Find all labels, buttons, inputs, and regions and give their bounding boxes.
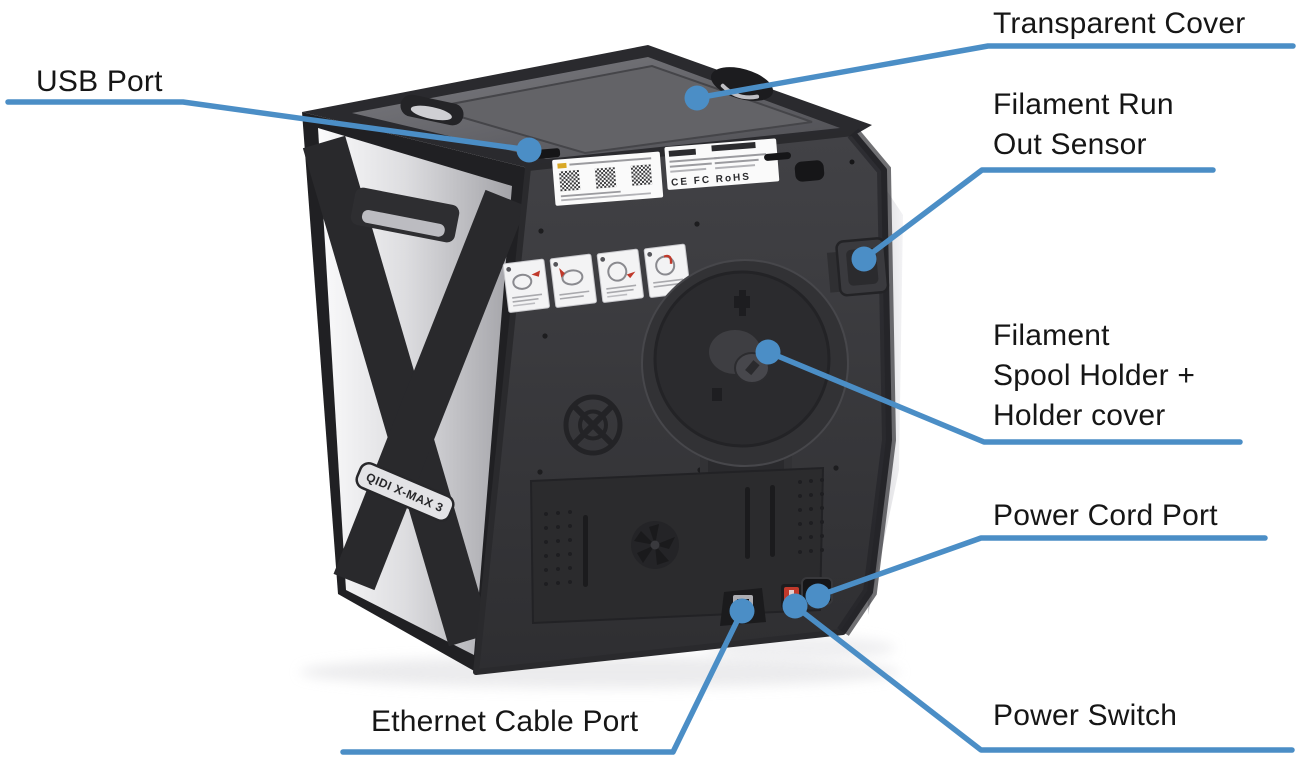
- label-power-switch: Power Switch: [993, 699, 1178, 732]
- anchor-dot-usb-port: [516, 137, 542, 163]
- spool-holder-recess: [641, 259, 849, 530]
- vent-dot-grid-right: [798, 478, 824, 554]
- anchor-dot-spool-holder: [755, 339, 781, 365]
- label-ethernet-port: Ethernet Cable Port: [371, 705, 639, 738]
- label-spool-holder: Filament Spool Holder + Holder cover: [993, 319, 1196, 432]
- vent-panel: [529, 466, 825, 625]
- cover-latch: [400, 94, 464, 126]
- side-handle-recess: [350, 187, 460, 243]
- leader-filament-runout-sensor: [861, 167, 1216, 262]
- anchor-dots: [516, 85, 877, 624]
- info-sticker: CE FC RoHS: [552, 138, 780, 206]
- label-usb-port: USB Port: [36, 65, 163, 98]
- anchor-dot-transparent-cover: [684, 85, 710, 111]
- leader-usb-port: [5, 99, 532, 153]
- top-vent-slots: [764, 152, 855, 182]
- leader-power-switch: [792, 603, 1295, 753]
- screw-dots: [537, 221, 839, 475]
- vent-slots: [583, 485, 775, 587]
- anchor-dot-power-switch: [782, 593, 808, 619]
- leader-spool-holder: [765, 349, 1243, 445]
- label-power-cord-port: Power Cord Port: [993, 499, 1218, 532]
- qr-code-icon: [558, 164, 653, 192]
- anchor-dot-ethernet-port: [729, 598, 755, 624]
- vent-dot-grid-left: [544, 510, 572, 586]
- anchor-dot-power-cord-port: [805, 583, 831, 609]
- side-panel: QIDI X-MAX 3: [302, 112, 528, 672]
- back-panel: CE FC RoHS: [473, 128, 897, 675]
- anchor-dot-filament-runout-sensor: [851, 246, 877, 272]
- fan-grille-icon: [563, 394, 623, 456]
- leader-lines: [5, 43, 1296, 755]
- label-transparent-cover: Transparent Cover: [993, 7, 1246, 40]
- leader-ethernet-port: [340, 608, 745, 755]
- leader-transparent-cover: [694, 43, 1296, 101]
- label-filament-runout-sensor: Filament Run Out Sensor: [993, 88, 1174, 161]
- usb-port: [535, 148, 561, 159]
- cooling-fan-icon: [631, 521, 679, 569]
- leader-power-cord-port: [815, 535, 1268, 599]
- x-pattern: [302, 135, 527, 647]
